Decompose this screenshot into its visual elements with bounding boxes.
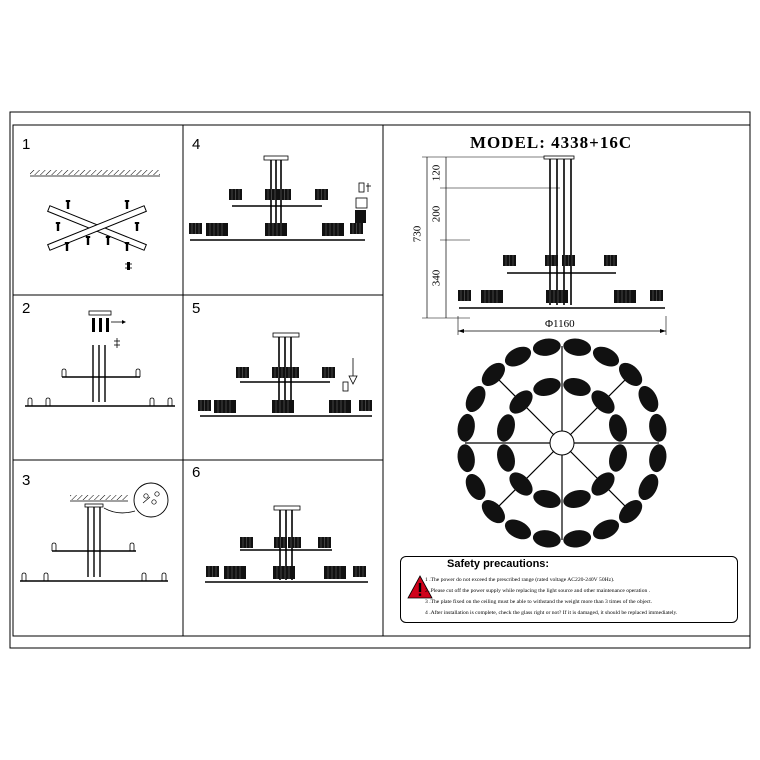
safety-line: 1 .The power do not exceed the prescribe…: [425, 577, 615, 583]
lamp-shade-icon: [497, 414, 515, 442]
step-number: 5: [192, 300, 201, 317]
lamp-shade-icon: [638, 385, 659, 413]
outer-ring-shades: [457, 338, 667, 548]
lamp-shade-icon: [619, 500, 643, 524]
lamp-shade-icon: [563, 530, 592, 548]
safety-line: 4 .After installation is complete, check…: [425, 610, 678, 616]
detail-callout: [133, 482, 169, 518]
dimension-340: 340: [430, 269, 443, 287]
safety-title: Safety precautions:: [447, 558, 550, 570]
lamp-shade-icon: [457, 444, 475, 473]
lamp-shade-icon: [465, 473, 486, 501]
dimension-diameter: Φ1160: [545, 318, 575, 330]
lamp-shade-icon: [481, 500, 505, 524]
lamp-shade-icon: [592, 346, 620, 367]
lamp-shade-icon: [649, 413, 667, 442]
bulb-icon: [355, 182, 371, 223]
lamp-shade-icon: [509, 472, 533, 496]
arrow-down-icon: [348, 358, 358, 385]
step-number: 2: [22, 300, 31, 317]
step-number: 6: [192, 464, 201, 481]
lamp-shade-icon: [649, 444, 667, 473]
inner-ring-shades: [497, 378, 627, 508]
lamp-shade-icon: [533, 378, 561, 396]
lamp-shade-icon: [457, 289, 664, 304]
ceiling-hatch-icon: [30, 170, 160, 175]
top-view-drawing: [457, 338, 667, 548]
lamp-shade-icon: [457, 413, 475, 442]
grid-frame: [12, 124, 751, 637]
lamp-shade-icon: [502, 254, 618, 267]
step-4-illustration: [188, 155, 371, 241]
lamp-shade-icon: [609, 444, 627, 472]
safety-line: 3 .The plate fixed on the ceiling must b…: [425, 599, 653, 605]
lamp-shade-icon: [465, 385, 486, 413]
lamp-shade-icon: [591, 472, 615, 496]
safety-precautions-box: Safety precautions: 1 .The power do not …: [400, 556, 738, 623]
lamp-shade-icon: [563, 490, 591, 508]
lamp-shade-icon: [609, 414, 627, 442]
bulb-icon: [342, 381, 349, 392]
step-number: 3: [22, 472, 31, 489]
lamp-shade-icon: [563, 378, 591, 396]
lamp-shade-icon: [532, 530, 561, 548]
dimension-730: 730: [411, 225, 424, 243]
model-title: MODEL: 4338+16C: [470, 133, 633, 152]
step-3-illustration: [20, 482, 169, 582]
lamp-shade-icon: [563, 338, 592, 356]
lamp-shade-icon: [619, 362, 643, 386]
lamp-shade-icon: [532, 338, 561, 356]
dimension-200: 200: [430, 205, 443, 223]
dimension-120: 120: [430, 164, 443, 182]
step-2-illustration: [25, 310, 175, 407]
lamp-shade-icon: [533, 490, 561, 508]
step-number: 4: [192, 136, 201, 153]
lamp-shade-icon: [591, 390, 615, 414]
warning-icon: [407, 575, 433, 599]
lamp-shade-icon: [509, 390, 533, 414]
step-1-illustration: [30, 170, 160, 270]
lamp-shade-icon: [592, 519, 620, 540]
screw-icon: [125, 262, 132, 270]
lamp-shade-icon: [638, 473, 659, 501]
lamp-shade-icon: [504, 519, 532, 540]
safety-line: 2 .Please cut off the power supply while…: [425, 588, 651, 594]
ceiling-hatch-icon: [70, 495, 128, 500]
step-5-illustration: [197, 332, 373, 417]
step-6-illustration: [205, 505, 368, 583]
step-number: 1: [22, 136, 31, 153]
side-elevation-drawing: [422, 155, 667, 335]
lamp-shade-icon: [497, 444, 515, 472]
lamp-shade-icon: [481, 362, 505, 386]
lamp-shade-icon: [504, 346, 532, 367]
